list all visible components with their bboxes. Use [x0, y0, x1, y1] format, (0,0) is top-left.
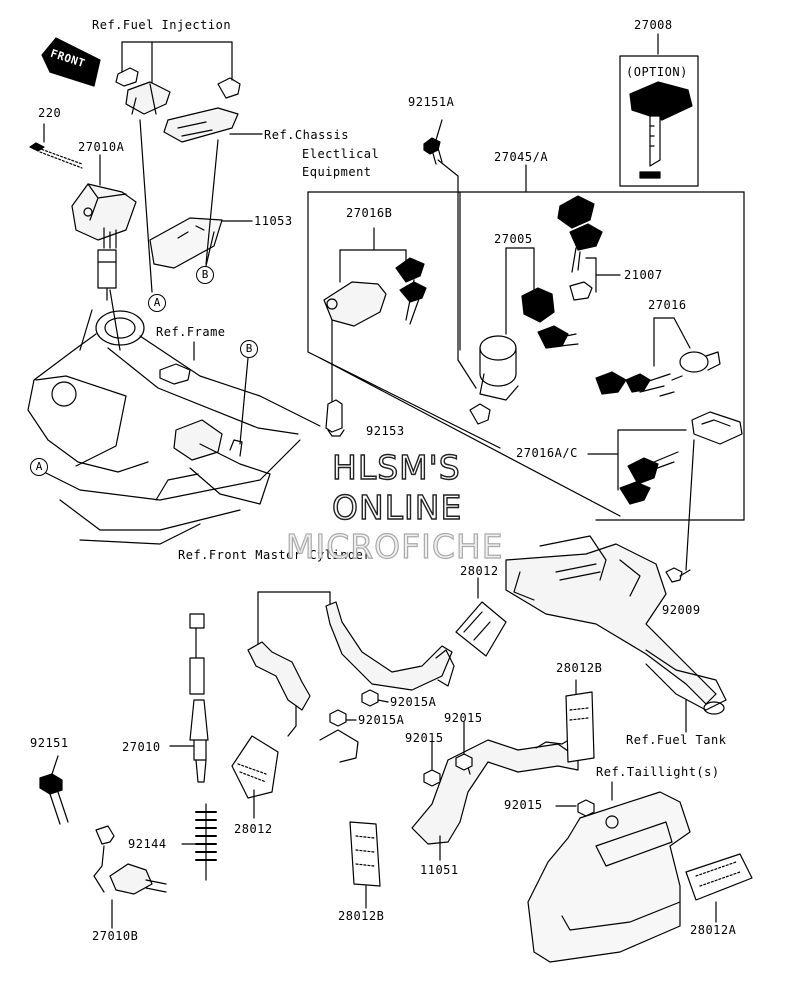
- bracket-11051: [411, 735, 579, 861]
- bolt-92151a: [423, 119, 477, 389]
- pad-28012b-top: [565, 679, 595, 763]
- ref-chassis-line3: Equipment: [302, 165, 372, 179]
- part-220: 220: [38, 106, 62, 120]
- part-27010b: 27010B: [92, 929, 139, 943]
- part-27016ac: 27016A/C: [516, 446, 578, 460]
- pad-28012b-bottom: [349, 821, 381, 909]
- ref-front-master-cylinder: Ref.Front Master Cylinder: [178, 548, 372, 562]
- pad-28012a: [685, 853, 753, 923]
- part-27008: 27008: [634, 18, 673, 32]
- watermark-line3: MICROFICHE: [285, 526, 504, 566]
- part-92009: 92009: [662, 603, 701, 617]
- ignition-bracket: [505, 535, 727, 733]
- switch-27010b: [93, 825, 167, 929]
- bolt-92151: [39, 755, 69, 825]
- pad-28012-top: [455, 577, 507, 657]
- option-label: (OPTION): [626, 65, 688, 79]
- nut-92015-1: [423, 741, 441, 787]
- part-92151a: 92151A: [408, 95, 455, 109]
- front-arrow-icon: [41, 37, 101, 87]
- part-27045a: 27045/A: [494, 150, 549, 164]
- lock-27016: [595, 317, 721, 397]
- ref-taillight: Ref.Taillight(s): [596, 765, 720, 779]
- part-27016b: 27016B: [346, 206, 393, 220]
- watermark-line1: HLSM'S: [331, 447, 461, 487]
- pad-28012-bottom: [231, 735, 279, 819]
- ref-frame: Ref.Frame: [156, 325, 226, 339]
- nut-92015-2: [455, 721, 473, 771]
- part-92151: 92151: [30, 736, 69, 750]
- part-28012a: 28012A: [690, 923, 737, 937]
- ref-chassis-line2: Electlical: [302, 147, 380, 161]
- key-set-27045a-outline: [307, 164, 745, 521]
- ref-chassis-line1: Ref.Chassis: [264, 128, 349, 142]
- part-92153: 92153: [366, 424, 405, 438]
- callout-a-top: A: [148, 294, 166, 312]
- ignition-switch-27005: [469, 247, 579, 425]
- option-key-27008: [619, 33, 699, 187]
- taillight-plate: [527, 781, 691, 963]
- part-92015-b: 92015: [405, 731, 444, 745]
- lock-27016ac: [587, 411, 743, 571]
- screw-92009: [665, 567, 691, 583]
- bracket-11053: [139, 119, 253, 293]
- part-21007: 21007: [624, 268, 663, 282]
- callout-b-frame: B: [240, 340, 258, 358]
- switch-27010: [169, 613, 209, 783]
- fuel-injection-leader: [121, 41, 233, 89]
- callout-a-frame: A: [30, 458, 48, 476]
- switch-27010a: [71, 154, 137, 301]
- part-28012b-top: 28012B: [556, 661, 603, 675]
- ref-fuel-injection: Ref.Fuel Injection: [92, 18, 232, 32]
- part-27010a: 27010A: [78, 140, 125, 154]
- part-11051: 11051: [420, 863, 459, 877]
- watermark-line2: ONLINE: [331, 487, 463, 527]
- part-92015a-upper: 92015A: [390, 695, 437, 709]
- nut-92015-3: [555, 799, 595, 817]
- part-27016: 27016: [648, 298, 687, 312]
- part-92015a-lower: 92015A: [358, 713, 405, 727]
- front-master-cylinder-bracket: [247, 591, 455, 763]
- frame-assembly: [27, 289, 321, 545]
- part-92015-a: 92015: [444, 711, 483, 725]
- part-92015-c: 92015: [504, 798, 543, 812]
- nut-92015a-1: [361, 689, 389, 707]
- nut-92015a-2: [329, 709, 357, 727]
- lock-27016b: [323, 227, 427, 437]
- part-27010: 27010: [122, 740, 161, 754]
- part-11053: 11053: [254, 214, 293, 228]
- part-27005: 27005: [494, 232, 533, 246]
- part-28012-bottom: 28012: [234, 822, 273, 836]
- bolt-220: [29, 123, 83, 169]
- keys-21007: [557, 195, 621, 301]
- fuel-injection-sensor: [115, 67, 241, 143]
- part-28012-top: 28012: [460, 564, 499, 578]
- part-28012b-bottom: 28012B: [338, 909, 385, 923]
- part-92144: 92144: [128, 837, 167, 851]
- ref-fuel-tank: Ref.Fuel Tank: [626, 733, 727, 747]
- spring-92144: [181, 803, 217, 881]
- callout-b-top: B: [196, 266, 214, 284]
